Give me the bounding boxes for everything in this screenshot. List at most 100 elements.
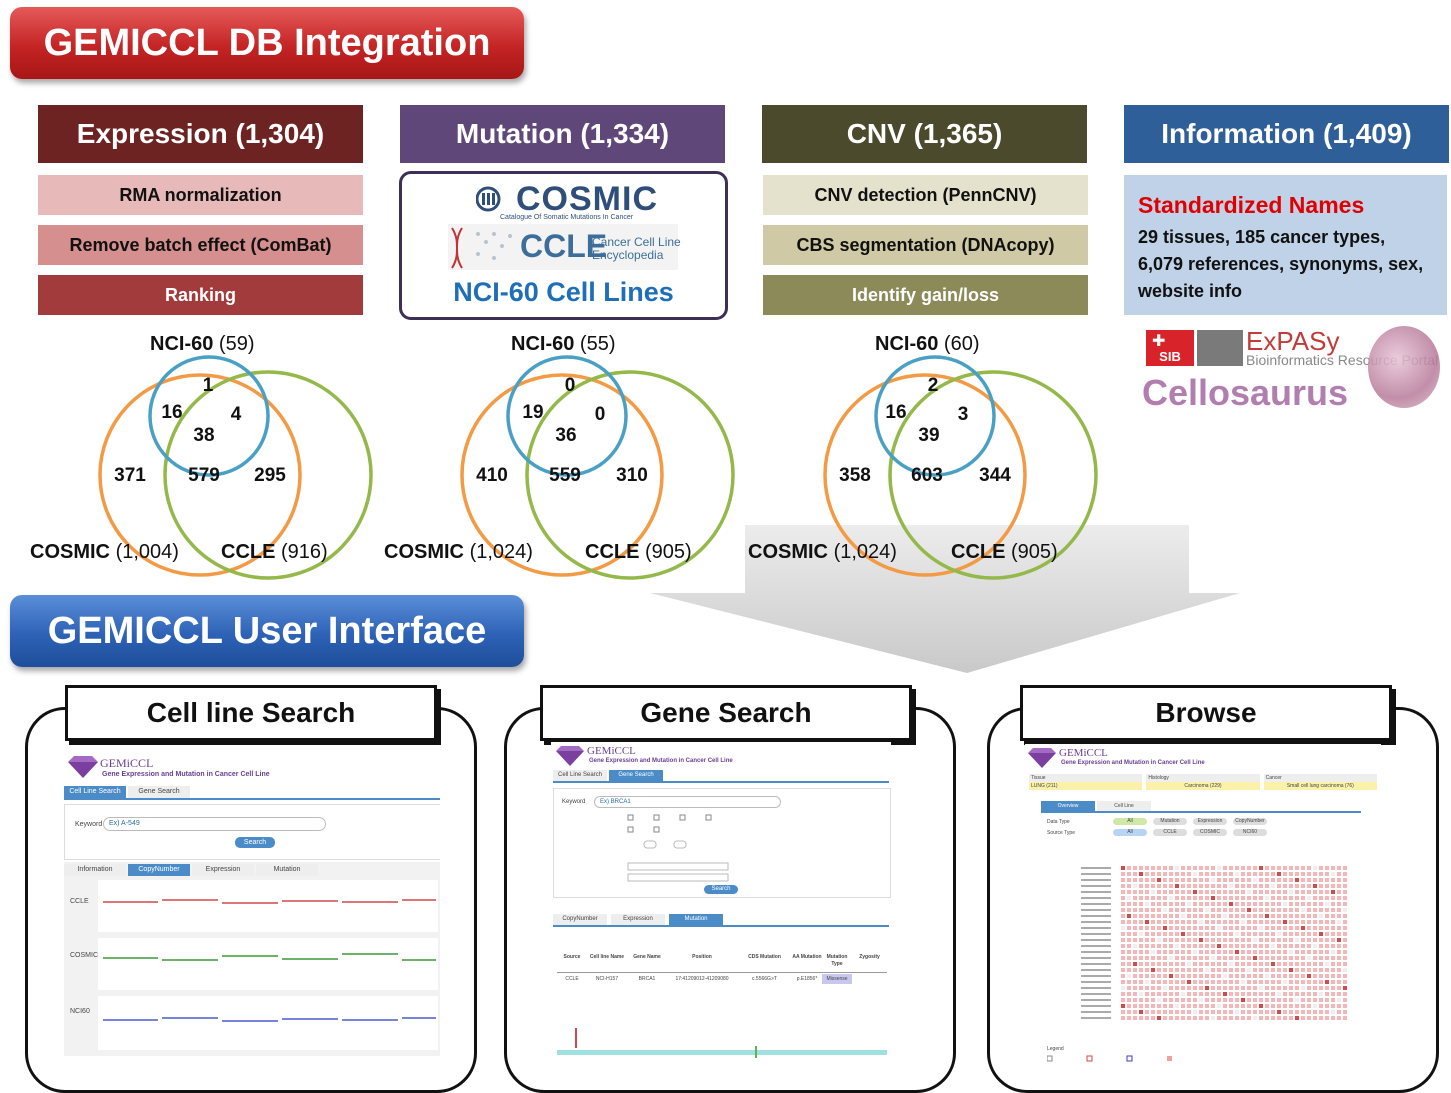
subtab-information[interactable]: Information — [64, 864, 126, 876]
gene-track-icon — [557, 1028, 887, 1058]
heatmap-cell — [1181, 896, 1185, 900]
heatmap-cell — [1271, 872, 1275, 876]
heatmap-cell — [1277, 920, 1281, 924]
heatmap-cell — [1307, 914, 1311, 918]
heatmap-cell — [1205, 992, 1209, 996]
heatmap-cell — [1211, 962, 1215, 966]
expression-nci60-circle — [148, 355, 270, 477]
heatmap-row-label — [1081, 891, 1111, 893]
data-chip[interactable]: All — [1113, 818, 1147, 825]
heatmap-cell — [1187, 914, 1191, 918]
heatmap-cell — [1133, 944, 1137, 948]
subtab-cell-line[interactable]: Cell Line — [1097, 801, 1151, 811]
subtab-copynumber[interactable]: CopyNumber — [128, 864, 190, 876]
search-button[interactable]: Search — [235, 837, 275, 848]
table-header-cell[interactable]: Position — [692, 954, 712, 960]
heatmap-cell — [1247, 932, 1251, 936]
heatmap-cell — [1169, 1004, 1173, 1008]
heatmap-cell — [1277, 986, 1281, 990]
ccle-dna-graphic-icon — [448, 224, 678, 270]
data-chip[interactable]: Mutation — [1153, 818, 1187, 825]
data-chip[interactable]: CopyNumber — [1233, 818, 1267, 825]
heatmap-cell — [1301, 950, 1305, 954]
data-chip[interactable]: Expression — [1193, 818, 1227, 825]
heatmap-cell — [1181, 962, 1185, 966]
heatmap-cell — [1217, 944, 1221, 948]
heatmap-cell — [1313, 1004, 1317, 1008]
cnv-step-gainloss: Identify gain/loss — [763, 275, 1088, 315]
source-chip[interactable]: CCLE — [1153, 829, 1187, 836]
heatmap-cell — [1331, 980, 1335, 984]
heatmap-cell — [1151, 932, 1155, 936]
heatmap-cell — [1307, 890, 1311, 894]
heatmap-cell — [1325, 974, 1329, 978]
heatmap-cell — [1313, 1016, 1317, 1020]
table-header-cell[interactable]: CDS Mutation — [748, 954, 781, 960]
table-header-cell[interactable]: Zygosity — [859, 954, 880, 960]
heatmap-cell — [1217, 896, 1221, 900]
heatmap-cell — [1121, 938, 1125, 942]
heatmap-cell — [1319, 1004, 1323, 1008]
heatmap-cell — [1223, 980, 1227, 984]
cnv-cosmic-circle — [823, 373, 1027, 577]
subtab-copynumber[interactable]: CopyNumber — [553, 914, 607, 925]
heatmap-cell — [1121, 908, 1125, 912]
tab-cell-line-search[interactable]: Cell Line Search — [553, 770, 607, 781]
heatmap-cell — [1247, 926, 1251, 930]
heatmap-cell — [1121, 896, 1125, 900]
subtab-overview[interactable]: Overview — [1041, 801, 1095, 811]
heatmap-cell — [1139, 1004, 1143, 1008]
heatmap-cell — [1271, 968, 1275, 972]
heatmap-cell — [1175, 908, 1179, 912]
table-header-cell[interactable]: Source — [563, 954, 581, 960]
table-header-cell[interactable]: Mutation Type — [826, 954, 848, 967]
tab-gene-search[interactable]: Gene Search — [609, 770, 663, 781]
heatmap-cell — [1307, 872, 1311, 876]
subtab-mutation[interactable]: Mutation — [256, 864, 318, 876]
heatmap-cell — [1325, 866, 1329, 870]
keyword-input[interactable]: Ex) A-549 — [103, 817, 326, 831]
heatmap-cell — [1199, 884, 1203, 888]
heatmap-cell — [1211, 956, 1215, 960]
subtab-expression[interactable]: Expression — [611, 914, 665, 925]
heatmap-cell — [1241, 998, 1245, 1002]
source-chip[interactable]: All — [1113, 829, 1147, 836]
heatmap-cell — [1313, 944, 1317, 948]
heatmap-cell — [1265, 1016, 1269, 1020]
tab-gene-search[interactable]: Gene Search — [128, 786, 190, 798]
heatmap-cell — [1247, 1016, 1251, 1020]
heatmap-row-label — [1081, 969, 1111, 971]
heatmap-cell — [1145, 878, 1149, 882]
heatmap-cell — [1139, 1010, 1143, 1014]
tab-cell-line-search[interactable]: Cell Line Search — [64, 786, 126, 798]
user-interface-banner: GEMICCL User Interface — [10, 595, 524, 667]
heatmap-cell — [1199, 938, 1203, 942]
subtab-expression[interactable]: Expression — [192, 864, 254, 876]
heatmap-cell — [1289, 896, 1293, 900]
source-chip[interactable]: NCI60 — [1233, 829, 1267, 836]
heatmap-cell — [1187, 1010, 1191, 1014]
heatmap-cell — [1337, 980, 1341, 984]
keyword-input[interactable]: Ex) BRCA1 — [594, 796, 781, 808]
table-header-cell[interactable]: Cell line Name — [589, 954, 625, 960]
heatmap-cell — [1127, 938, 1131, 942]
subtab-mutation[interactable]: Mutation — [669, 914, 723, 925]
table-header-cell[interactable]: Gene Name — [633, 954, 661, 960]
heatmap-cell — [1265, 872, 1269, 876]
heatmap-cell — [1223, 1004, 1227, 1008]
heatmap-cell — [1313, 884, 1317, 888]
filter-histology[interactable]: Histology Carcinoma (229) — [1146, 774, 1260, 794]
filter-tissue[interactable]: Tissue LUNG (211) — [1029, 774, 1143, 794]
search-button[interactable]: Search — [704, 885, 738, 894]
heatmap-cell — [1319, 920, 1323, 924]
heatmap-cell — [1247, 914, 1251, 918]
heatmap-cell — [1217, 992, 1221, 996]
heatmap-cell — [1139, 974, 1143, 978]
source-chip[interactable]: COSMIC — [1193, 829, 1227, 836]
heatmap-cell — [1295, 956, 1299, 960]
table-header-cell[interactable]: AA Mutation — [792, 954, 822, 960]
heatmap-cell — [1313, 920, 1317, 924]
heatmap-cell — [1217, 980, 1221, 984]
heatmap-cell — [1127, 890, 1131, 894]
filter-cancer[interactable]: Cancer Small cell lung carcinoma (76) — [1263, 774, 1377, 794]
